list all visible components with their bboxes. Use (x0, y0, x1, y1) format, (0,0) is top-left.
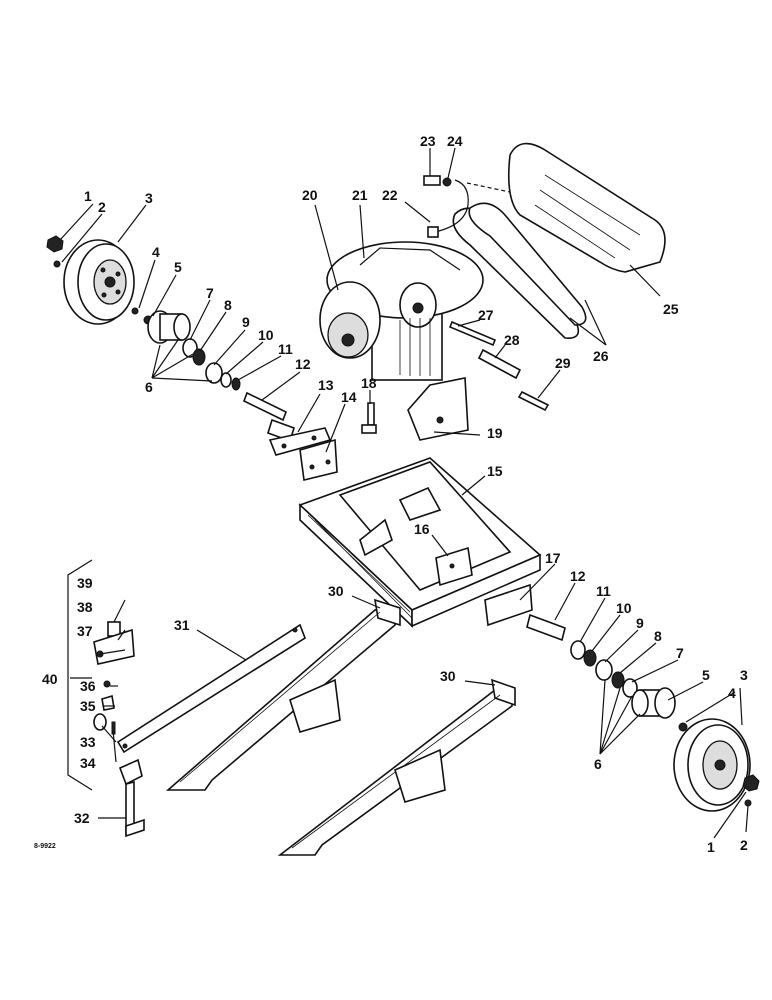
callout-31: 31 (174, 617, 190, 633)
callout-35: 35 (80, 698, 96, 714)
callout-14: 14 (341, 389, 357, 405)
callout-2-right: 2 (740, 837, 748, 853)
drive-chain (452, 202, 587, 339)
callout-33: 33 (80, 734, 96, 750)
hub-assembly-left (131, 307, 295, 443)
callout-27: 27 (478, 307, 494, 323)
callout-7-right: 7 (676, 645, 684, 661)
callout-9-right: 9 (636, 615, 644, 631)
cable-22 (427, 179, 469, 238)
bracket-14 (299, 438, 338, 481)
callout-9-left: 9 (242, 314, 250, 330)
callout-40: 40 (42, 671, 58, 687)
callout-4-left: 4 (152, 244, 160, 260)
callout-15: 15 (487, 463, 503, 479)
callout-39: 39 (77, 575, 93, 591)
lug-nut-left (46, 235, 64, 253)
callout-2-left: 2 (98, 199, 106, 215)
bracket-17 (484, 583, 533, 627)
callout-30-lower: 30 (440, 668, 456, 684)
callout-37: 37 (77, 623, 93, 639)
callout-1-right: 1 (707, 839, 715, 855)
callout-5-left: 5 (174, 259, 182, 275)
callout-3-right: 3 (740, 667, 748, 683)
callout-8-left: 8 (224, 297, 232, 313)
callout-6-right: 6 (594, 756, 602, 772)
wheel-left (63, 239, 135, 325)
callout-18: 18 (361, 375, 377, 391)
callout-36: 36 (80, 678, 96, 694)
wheel-right (673, 718, 751, 812)
callout-20: 20 (302, 187, 318, 203)
bolt-29 (517, 390, 550, 412)
callout-16: 16 (414, 521, 430, 537)
callout-8-right: 8 (654, 628, 662, 644)
callout-19: 19 (487, 425, 503, 441)
callout-29: 29 (555, 355, 571, 371)
callout-10-left: 10 (258, 327, 274, 343)
bolt-27 (448, 320, 497, 347)
drawing-number: 8-9922 (34, 843, 56, 850)
callout-22: 22 (382, 187, 398, 203)
callout-38: 38 (77, 599, 93, 615)
side-rail-lower (277, 678, 516, 856)
callout-6-left: 6 (145, 379, 153, 395)
callout-5-right: 5 (702, 667, 710, 683)
callout-24: 24 (447, 133, 463, 149)
callout-10-right: 10 (616, 600, 632, 616)
bar-31 (116, 623, 306, 754)
callout-labels: 1 2 3 4 5 6 7 8 9 10 11 12 13 14 15 16 1… (42, 133, 748, 855)
latch-assembly (67, 559, 135, 791)
callout-4-right: 4 (728, 685, 736, 701)
leader-lines (59, 147, 749, 839)
callout-12-left: 12 (295, 356, 311, 372)
callout-11-right: 11 (596, 583, 611, 599)
callout-3-left: 3 (145, 190, 153, 206)
callout-25: 25 (663, 301, 679, 317)
spacer-28 (477, 348, 522, 380)
plate-16 (435, 546, 473, 587)
tab-32 (118, 758, 145, 838)
lug-nut-right (742, 774, 760, 792)
fitting-24 (442, 177, 452, 187)
callout-1-left: 1 (84, 188, 92, 204)
motor-mount (407, 377, 469, 441)
bracket-13 (268, 427, 332, 456)
callout-13: 13 (318, 377, 334, 393)
fitting-23 (423, 175, 441, 186)
bolt-18 (361, 402, 377, 434)
callout-30-upper: 30 (328, 583, 344, 599)
callout-23: 23 (420, 133, 436, 149)
callout-21: 21 (352, 187, 368, 203)
motor (319, 241, 484, 381)
callout-17: 17 (545, 550, 561, 566)
stud-left (53, 260, 61, 268)
stud-right (744, 799, 752, 807)
callout-7-left: 7 (206, 285, 214, 301)
callout-12-right: 12 (570, 568, 586, 584)
callout-32: 32 (74, 810, 90, 826)
chain-guard (507, 142, 666, 273)
hub-assembly-right (526, 613, 688, 732)
callout-11-left: 11 (278, 341, 293, 357)
callout-26: 26 (593, 348, 609, 364)
callout-28: 28 (504, 332, 520, 348)
side-rail-upper (165, 598, 401, 791)
callout-34: 34 (80, 755, 96, 771)
